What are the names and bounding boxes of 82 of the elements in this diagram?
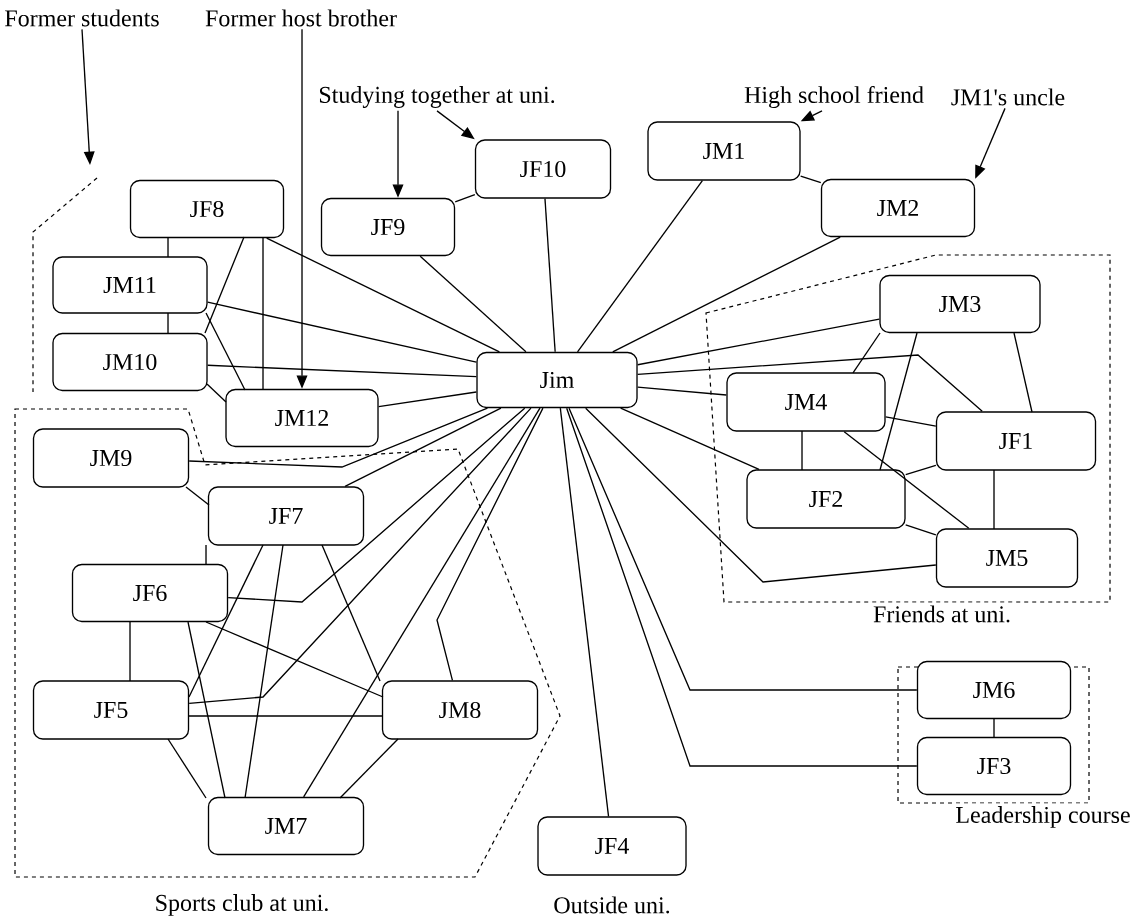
person-box: JF8 (129, 179, 285, 239)
connector-line (303, 407, 541, 798)
connector-line (244, 544, 284, 799)
connector-line (454, 193, 476, 203)
connector-line (339, 738, 399, 799)
person-box: JM11 (52, 256, 208, 314)
connector-line (885, 416, 937, 427)
connector-line (585, 407, 937, 583)
connector-line (993, 469, 995, 530)
connector-line (266, 237, 501, 353)
connector-line (843, 431, 970, 529)
person-box: JM8 (381, 680, 539, 740)
connector-line (993, 717, 995, 739)
person-box: JM5 (935, 528, 1079, 588)
annotation: Studying together at uni. (319, 86, 555, 108)
connector-line (227, 407, 526, 603)
connector-line (188, 407, 532, 704)
person-box: JM9 (32, 428, 190, 488)
connector-line (436, 407, 544, 681)
connector-line (167, 236, 169, 258)
connector-line (419, 255, 527, 353)
connector-line (206, 383, 227, 403)
annotation: JM1's uncle (951, 88, 1065, 106)
connector-line (620, 407, 760, 470)
person-box: JF10 (474, 139, 612, 199)
connector-line (1013, 332, 1033, 413)
connector-line (167, 312, 169, 334)
annotation: Former students (5, 9, 159, 27)
connector-line (576, 180, 704, 353)
connector-line (188, 544, 264, 698)
person-box: JF5 (32, 680, 190, 740)
connector-line (207, 301, 477, 363)
person-box: JM3 (879, 274, 1041, 334)
connector-line (637, 354, 983, 412)
person-box: JM1 (647, 121, 801, 181)
connector-line (204, 236, 245, 334)
connector-line (344, 407, 502, 487)
connector-line (378, 391, 477, 408)
person-box: JF6 (71, 563, 229, 623)
connector-line (566, 407, 918, 767)
person-box: JM7 (207, 796, 365, 856)
connector-line (188, 715, 384, 717)
connector-line (637, 318, 880, 366)
group-label: Sports club at uni. (152, 891, 332, 919)
person-box: JM4 (726, 372, 886, 432)
connector-line (801, 430, 803, 471)
connector-line (185, 486, 210, 506)
person-box: JM2 (820, 178, 976, 238)
annotation: High school friend (744, 85, 924, 109)
connector-line (612, 236, 841, 353)
connector-line (852, 332, 881, 374)
connector-line (800, 175, 822, 184)
connector-line (544, 198, 556, 353)
connector-line (559, 407, 610, 817)
group-label: Leadership course (952, 803, 1131, 831)
person-box: JF7 (207, 486, 365, 546)
connector-line (568, 407, 918, 691)
person-box: JM10 (52, 332, 208, 392)
connector-line (207, 364, 477, 378)
person-box: JF9 (320, 197, 456, 257)
annotation: Former host brother (205, 9, 397, 27)
person-box: JF3 (916, 736, 1072, 796)
connector-line (321, 544, 381, 682)
connector-line (905, 464, 937, 476)
person-box: JM6 (916, 660, 1072, 720)
connector-line (905, 524, 937, 536)
connector-line (205, 621, 384, 698)
connector-line (205, 544, 207, 566)
person-box: JF1 (935, 411, 1097, 471)
person-box: JF2 (746, 469, 906, 529)
connector-line (167, 738, 207, 799)
connector-line (262, 236, 264, 391)
person-box: JM12 (225, 388, 379, 448)
connector-line (129, 621, 131, 682)
person-box: JF4 (537, 816, 687, 876)
person-box: Jim (476, 351, 638, 409)
connector-line (188, 407, 489, 468)
connector-line (879, 332, 918, 471)
connector-line (637, 386, 727, 396)
connector-line (187, 621, 226, 799)
group-label: Friends at uni. (870, 602, 1014, 626)
connector-line (205, 312, 246, 391)
